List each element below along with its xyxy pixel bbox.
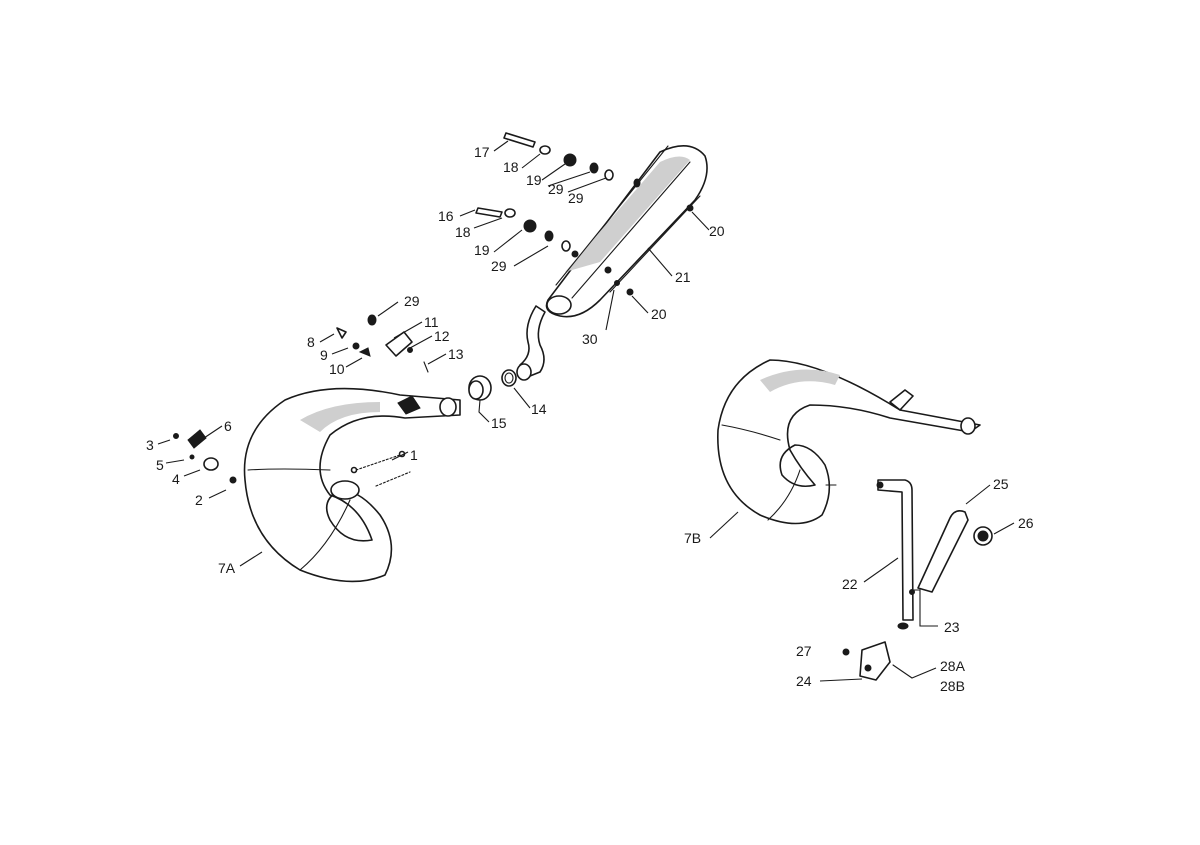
callout-22: 22 [842,576,858,592]
cap-26 [973,526,993,546]
callout-5: 5 [156,457,164,473]
expansion-chamber-7A [243,387,461,583]
silencer-21 [545,145,708,318]
callout-7B: 7B [684,530,701,546]
callout-29d: 29 [568,190,584,206]
callout-23: 23 [944,619,960,635]
hardware-top [475,132,694,296]
callout-18a: 18 [503,159,519,175]
callout-20b: 20 [651,306,667,322]
callout-labels: 1 2 3 4 5 6 7A 7B 8 9 10 11 12 13 14 15 … [146,144,1034,694]
callout-29b: 29 [491,258,507,274]
bracket-24 [842,641,913,681]
callout-11: 11 [424,314,439,330]
callout-26: 26 [1018,515,1034,531]
mid-pipe [516,305,546,381]
callout-28A: 28A [940,658,966,674]
callout-30: 30 [582,331,598,347]
callout-20a: 20 [709,223,725,239]
hose-22 [876,479,914,630]
callout-29a: 29 [404,293,420,309]
callout-21: 21 [675,269,691,285]
callout-16: 16 [438,208,454,224]
callout-18b: 18 [455,224,471,240]
hose-25 [917,510,969,593]
callout-17: 17 [474,144,490,160]
springs-1 [350,450,411,487]
callout-14: 14 [531,401,547,417]
callout-12: 12 [434,328,450,344]
callout-29c: 29 [548,181,564,197]
callout-15: 15 [491,415,507,431]
callout-19b: 19 [474,242,490,258]
expansion-chamber-7B [717,359,981,525]
hardware-left [173,314,429,484]
callout-19a: 19 [526,172,542,188]
callout-3: 3 [146,437,154,453]
callout-13: 13 [448,346,464,362]
callout-9: 9 [320,347,328,363]
callout-24: 24 [796,673,812,689]
callout-27: 27 [796,643,812,659]
callout-4: 4 [172,471,180,487]
callout-1: 1 [410,447,418,463]
o-ring-14 [501,369,517,387]
leader-lines [157,140,1015,682]
callout-7A: 7A [218,560,236,576]
callout-10: 10 [329,361,345,377]
callout-6: 6 [224,418,232,434]
callout-2: 2 [195,492,203,508]
callout-8: 8 [307,334,315,350]
callout-28B: 28B [940,678,965,694]
seal-15 [468,375,492,401]
callout-25: 25 [993,476,1009,492]
